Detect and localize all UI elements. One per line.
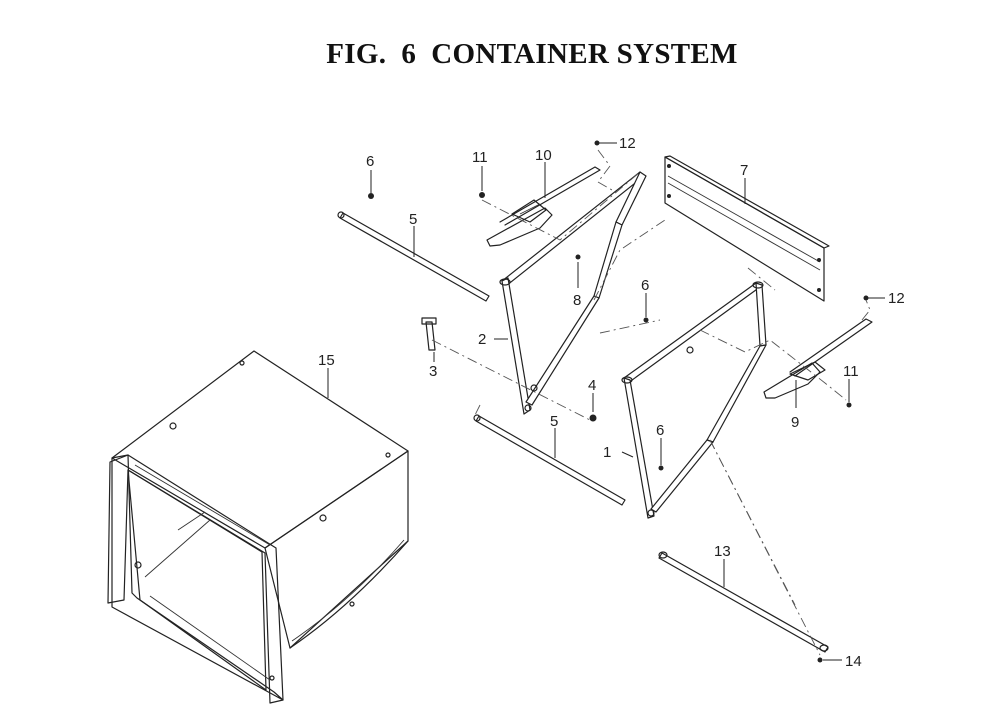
callout-5-lower: 5	[550, 413, 558, 458]
figure-title: FIG. 6 CONTAINER SYSTEM	[326, 38, 738, 70]
svg-text:11: 11	[843, 363, 859, 380]
callout-2: 2	[478, 331, 508, 348]
svg-text:6: 6	[656, 422, 664, 439]
callout-7: 7	[740, 162, 748, 204]
callout-6-right: 6	[656, 422, 664, 465]
svg-text:6: 6	[366, 153, 374, 170]
callout-3: 3	[429, 352, 437, 380]
callout-13: 13	[714, 543, 731, 587]
svg-text:1: 1	[603, 444, 611, 461]
callout-1: 1	[603, 444, 634, 461]
svg-text:5: 5	[409, 211, 417, 228]
svg-text:14: 14	[845, 653, 862, 670]
callout-6-middle: 6	[641, 277, 649, 317]
part-2-left-frame	[499, 171, 647, 415]
hardware-dots	[368, 140, 869, 663]
part-15-container-box	[107, 350, 409, 704]
svg-text:7: 7	[740, 162, 748, 179]
svg-text:12: 12	[888, 290, 905, 307]
svg-text:9: 9	[791, 414, 799, 431]
callout-10: 10	[535, 147, 552, 198]
svg-text:11: 11	[472, 149, 488, 166]
svg-text:6: 6	[641, 277, 649, 294]
part-3-bolt	[421, 317, 437, 351]
svg-text:3: 3	[429, 363, 437, 380]
callout-12-right: 12	[868, 290, 905, 307]
svg-text:15: 15	[318, 352, 335, 369]
part-13-stay-rod	[658, 551, 829, 653]
svg-text:2: 2	[478, 331, 486, 348]
callout-12-top: 12	[599, 135, 636, 152]
svg-text:13: 13	[714, 543, 731, 560]
callout-9: 9	[791, 380, 799, 431]
callout-11-right: 11	[843, 363, 859, 402]
svg-text:10: 10	[535, 147, 552, 164]
callout-6-left: 6	[366, 153, 374, 193]
callout-4: 4	[588, 377, 596, 412]
part-5-lower-rod	[473, 414, 626, 506]
callout-15: 15	[318, 352, 335, 398]
part-9-right-latch	[763, 318, 873, 399]
svg-text:4: 4	[588, 377, 596, 394]
callout-8: 8	[573, 262, 581, 309]
part-10-left-latch	[486, 166, 601, 247]
part-1-right-frame	[621, 281, 767, 519]
callout-14: 14	[823, 653, 862, 670]
svg-text:8: 8	[573, 292, 581, 309]
svg-text:12: 12	[619, 135, 636, 152]
callout-5-upper: 5	[409, 211, 417, 257]
part-7-back-panel	[664, 155, 830, 302]
assembly-lines	[431, 149, 871, 656]
svg-text:5: 5	[550, 413, 558, 430]
callout-11-left: 11	[472, 149, 488, 191]
